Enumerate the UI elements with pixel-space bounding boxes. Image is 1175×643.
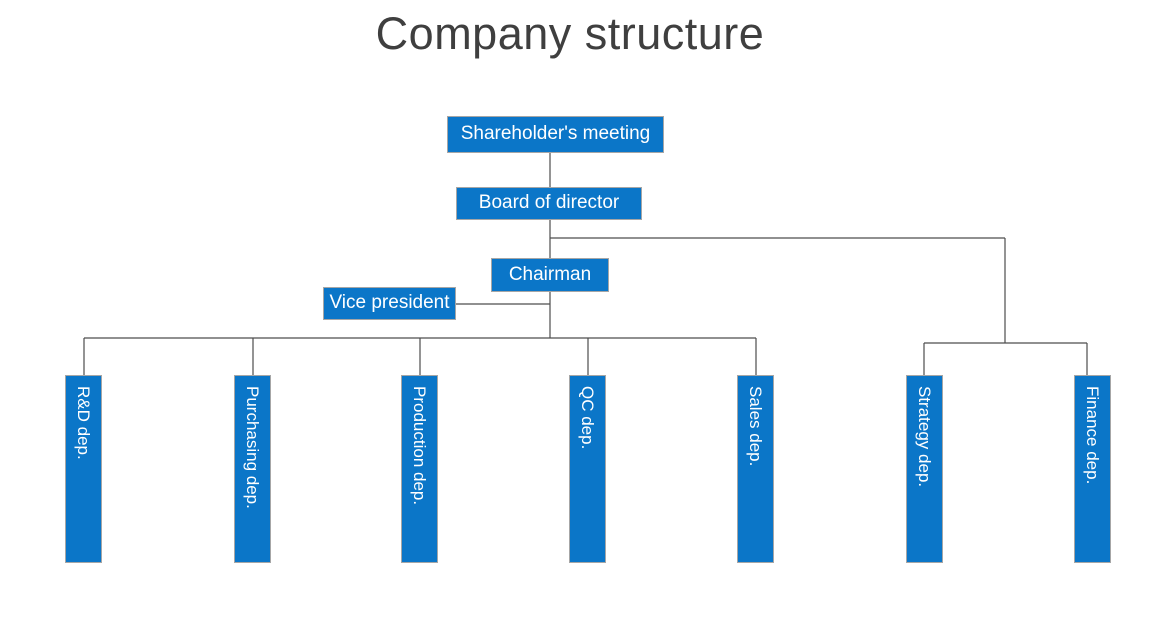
node-finance-department: Finance dep. xyxy=(1074,375,1111,563)
node-label: Sales dep. xyxy=(746,386,765,467)
node-production-department: Production dep. xyxy=(401,375,438,563)
node-chairman: Chairman xyxy=(491,258,609,292)
node-label: Shareholder's meeting xyxy=(460,123,651,144)
node-board-of-director: Board of director xyxy=(456,187,642,220)
chart-title: Company structure xyxy=(375,8,765,59)
node-sales-department: Sales dep. xyxy=(737,375,774,563)
node-strategy-department: Strategy dep. xyxy=(906,375,943,563)
node-qc-department: QC dep. xyxy=(569,375,606,563)
node-label: Vice president xyxy=(329,292,450,313)
node-purchasing-department: Purchasing dep. xyxy=(234,375,271,563)
node-label: Chairman xyxy=(508,263,592,285)
node-label: Purchasing dep. xyxy=(243,386,262,509)
node-label: Finance dep. xyxy=(1083,386,1102,485)
node-vice-president: Vice president xyxy=(323,287,456,320)
node-shareholders-meeting: Shareholder's meeting xyxy=(447,116,664,153)
node-label: Board of director xyxy=(478,192,620,213)
node-label: Production dep. xyxy=(410,386,429,506)
node-label: R&D dep. xyxy=(74,386,93,460)
node-label: Strategy dep. xyxy=(915,386,934,488)
node-rd-department: R&D dep. xyxy=(65,375,102,563)
node-label: QC dep. xyxy=(578,386,597,450)
